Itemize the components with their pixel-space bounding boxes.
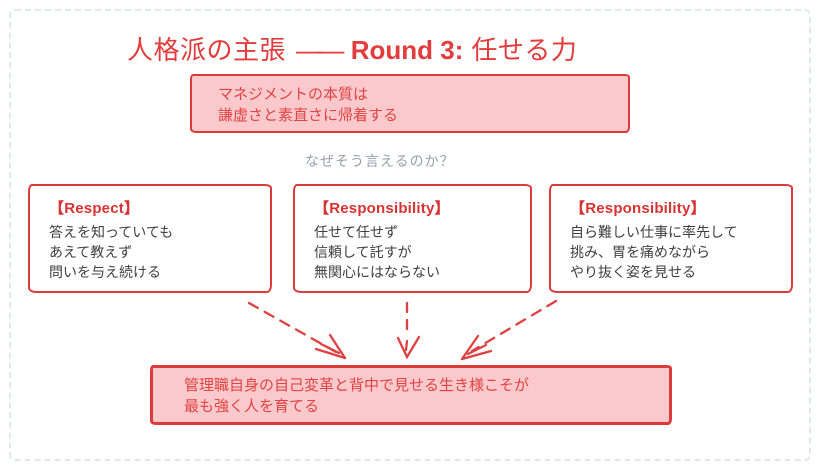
claim-line-1: マネジメントの本質は: [218, 86, 369, 103]
reason-line: 自ら難しい仕事に率先して: [570, 224, 738, 240]
reason-box-responsibility-2: 【Responsibility】 自ら難しい仕事に率先して 挑み、胃を痛めながら…: [549, 184, 793, 293]
conclusion-box: 管理職自身の自己変革と背中で見せる生き様こそが 最も強く人を育てる: [150, 365, 672, 425]
reason-line: 無関心にはならない: [314, 264, 440, 280]
reason-box-respect: 【Respect】 答えを知っていても あえて教えず 問いを与え続ける: [28, 184, 272, 293]
reason-line: やり抜く姿を見せる: [570, 264, 696, 280]
reason-header: 【Responsibility】: [314, 200, 450, 217]
question-label: なぜそう言えるのか？: [305, 153, 455, 169]
title-segment-main: 人格派の主張: [127, 35, 287, 65]
title-round-label: Round 3:: [350, 35, 464, 65]
page-title: 人格派の主張 ——Round 3:任せる力: [127, 30, 577, 67]
reason-line: 挑み、胃を痛めながら: [570, 244, 710, 260]
reason-header: 【Respect】: [49, 200, 140, 217]
conclusion-line-1: 管理職自身の自己変革と背中で見せる生き様こそが: [184, 377, 530, 394]
reason-box-responsibility-1: 【Responsibility】 任せて任せず 信頼して託すが 無関心にはならな…: [293, 184, 532, 293]
conclusion-line-2: 最も強く人を育てる: [184, 398, 320, 415]
reason-line: 問いを与え続ける: [49, 264, 161, 280]
arrow-right-dashed: [460, 299, 558, 361]
arrow-middle-dashed: [396, 301, 421, 360]
reason-line: 信頼して託すが: [314, 244, 412, 260]
arrow-left-dashed: [247, 301, 347, 360]
title-dash: ——: [296, 35, 344, 65]
reason-line: 任せて任せず: [314, 224, 398, 240]
reason-line: あえて教えず: [49, 244, 133, 260]
claim-line-2: 謙虚さと素直さに帰着する: [218, 107, 399, 124]
claim-box: マネジメントの本質は 謙虚さと素直さに帰着する: [190, 74, 630, 133]
reason-header: 【Responsibility】: [570, 200, 706, 217]
title-segment-topic: 任せる力: [471, 35, 578, 65]
reason-line: 答えを知っていても: [49, 224, 174, 240]
